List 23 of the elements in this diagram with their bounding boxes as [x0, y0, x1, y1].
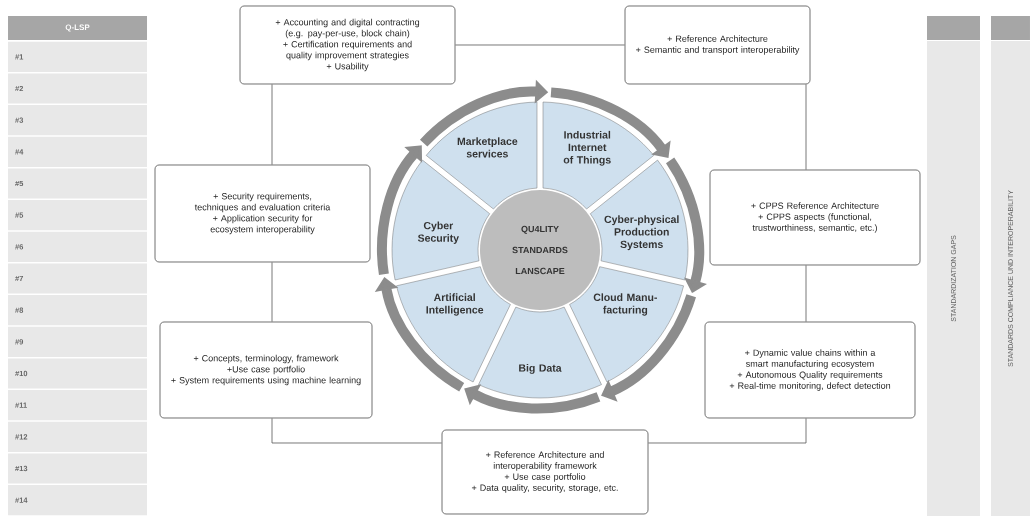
description-box: + Accounting and digital contracting (e.g. pay-per-use, block chain) + Certification requirements and quality improvement strategies + Usability — [239, 5, 456, 85]
description-box: + CPPS Reference Architecture + CPPS aspects (functional, trustworthiness, semantic, etc.) — [709, 169, 921, 266]
description-box: + Security requirements, techniques and evaluation criteria + Application security for ecosystem interoperability — [154, 164, 371, 263]
table-header: Q-LSP — [8, 16, 147, 40]
connector-line — [648, 418, 807, 444]
connector-line — [271, 418, 442, 444]
description-box: + Reference Architecture and interoperability framework + Use case portfolio + Data quality, security, storage, etc. — [441, 429, 649, 515]
connector-line — [271, 262, 273, 322]
description-box: + Concepts, terminology, framework +Use case portfolio + System requirements using machine learning — [159, 321, 373, 419]
connector-line — [271, 84, 273, 165]
wheel-segment: Cloud Manu-facturing — [569, 266, 684, 383]
cycle-arrow — [377, 145, 423, 275]
cycle-arrow — [374, 277, 465, 392]
description-box: + Dynamic value chains within a smart manufacturing ecosystem + Autonomous Quality requirements + Real-time monitoring, defect detection — [704, 321, 916, 419]
wheel-segment: Artificial Intelligence — [396, 266, 511, 383]
wheel-segment: Marketplace services — [425, 101, 538, 210]
connector-line — [805, 265, 807, 322]
description-box: + Reference Architecture + Semantic and transport interoperability — [624, 5, 811, 85]
cycle-arrow — [601, 294, 696, 402]
connector-line — [805, 84, 807, 170]
wheel-segment: Cyber Security — [391, 159, 490, 281]
connector-line — [455, 44, 625, 46]
wheel-segment: Industrial Internet of Things — [542, 101, 655, 210]
